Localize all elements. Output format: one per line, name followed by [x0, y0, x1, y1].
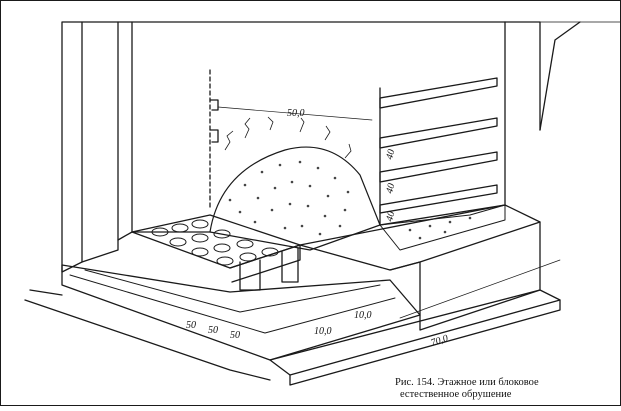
dim-base: 70,0	[430, 333, 450, 349]
rail-2	[84, 269, 381, 313]
figure-caption-line2: естественное обрушение	[400, 389, 512, 400]
dim-front-2: 10,0	[354, 310, 372, 321]
rail-1	[69, 274, 396, 334]
support-beam-2	[281, 247, 299, 283]
ledge-1	[379, 77, 498, 109]
ground-line	[24, 289, 271, 381]
lower-drift	[61, 264, 421, 361]
right-platform	[299, 204, 541, 271]
ore-texture	[228, 160, 472, 240]
dim-wall-2: 40	[384, 182, 397, 195]
dim-floor-3: 50	[230, 330, 240, 341]
floor-front-edge	[229, 244, 301, 283]
dim-top-span: 50,0	[287, 108, 305, 119]
dim-floor-1: 50	[186, 320, 196, 331]
dim-front-1: 10,0	[314, 326, 332, 337]
right-rock-edge	[539, 21, 581, 131]
floor-holes	[151, 219, 279, 266]
figure-caption-line1: Рис. 154. Этажное или блоковое	[395, 377, 539, 388]
dim-wall-3: 40	[384, 210, 397, 223]
dim-floor-2: 50	[208, 325, 218, 336]
right-wall	[504, 21, 541, 131]
ledge-2	[379, 117, 498, 149]
ledge-3	[379, 151, 498, 183]
cracks	[224, 116, 352, 159]
dim-wall-1: 40	[384, 148, 397, 161]
ledge-4	[379, 184, 498, 214]
ore-pile	[209, 146, 381, 251]
